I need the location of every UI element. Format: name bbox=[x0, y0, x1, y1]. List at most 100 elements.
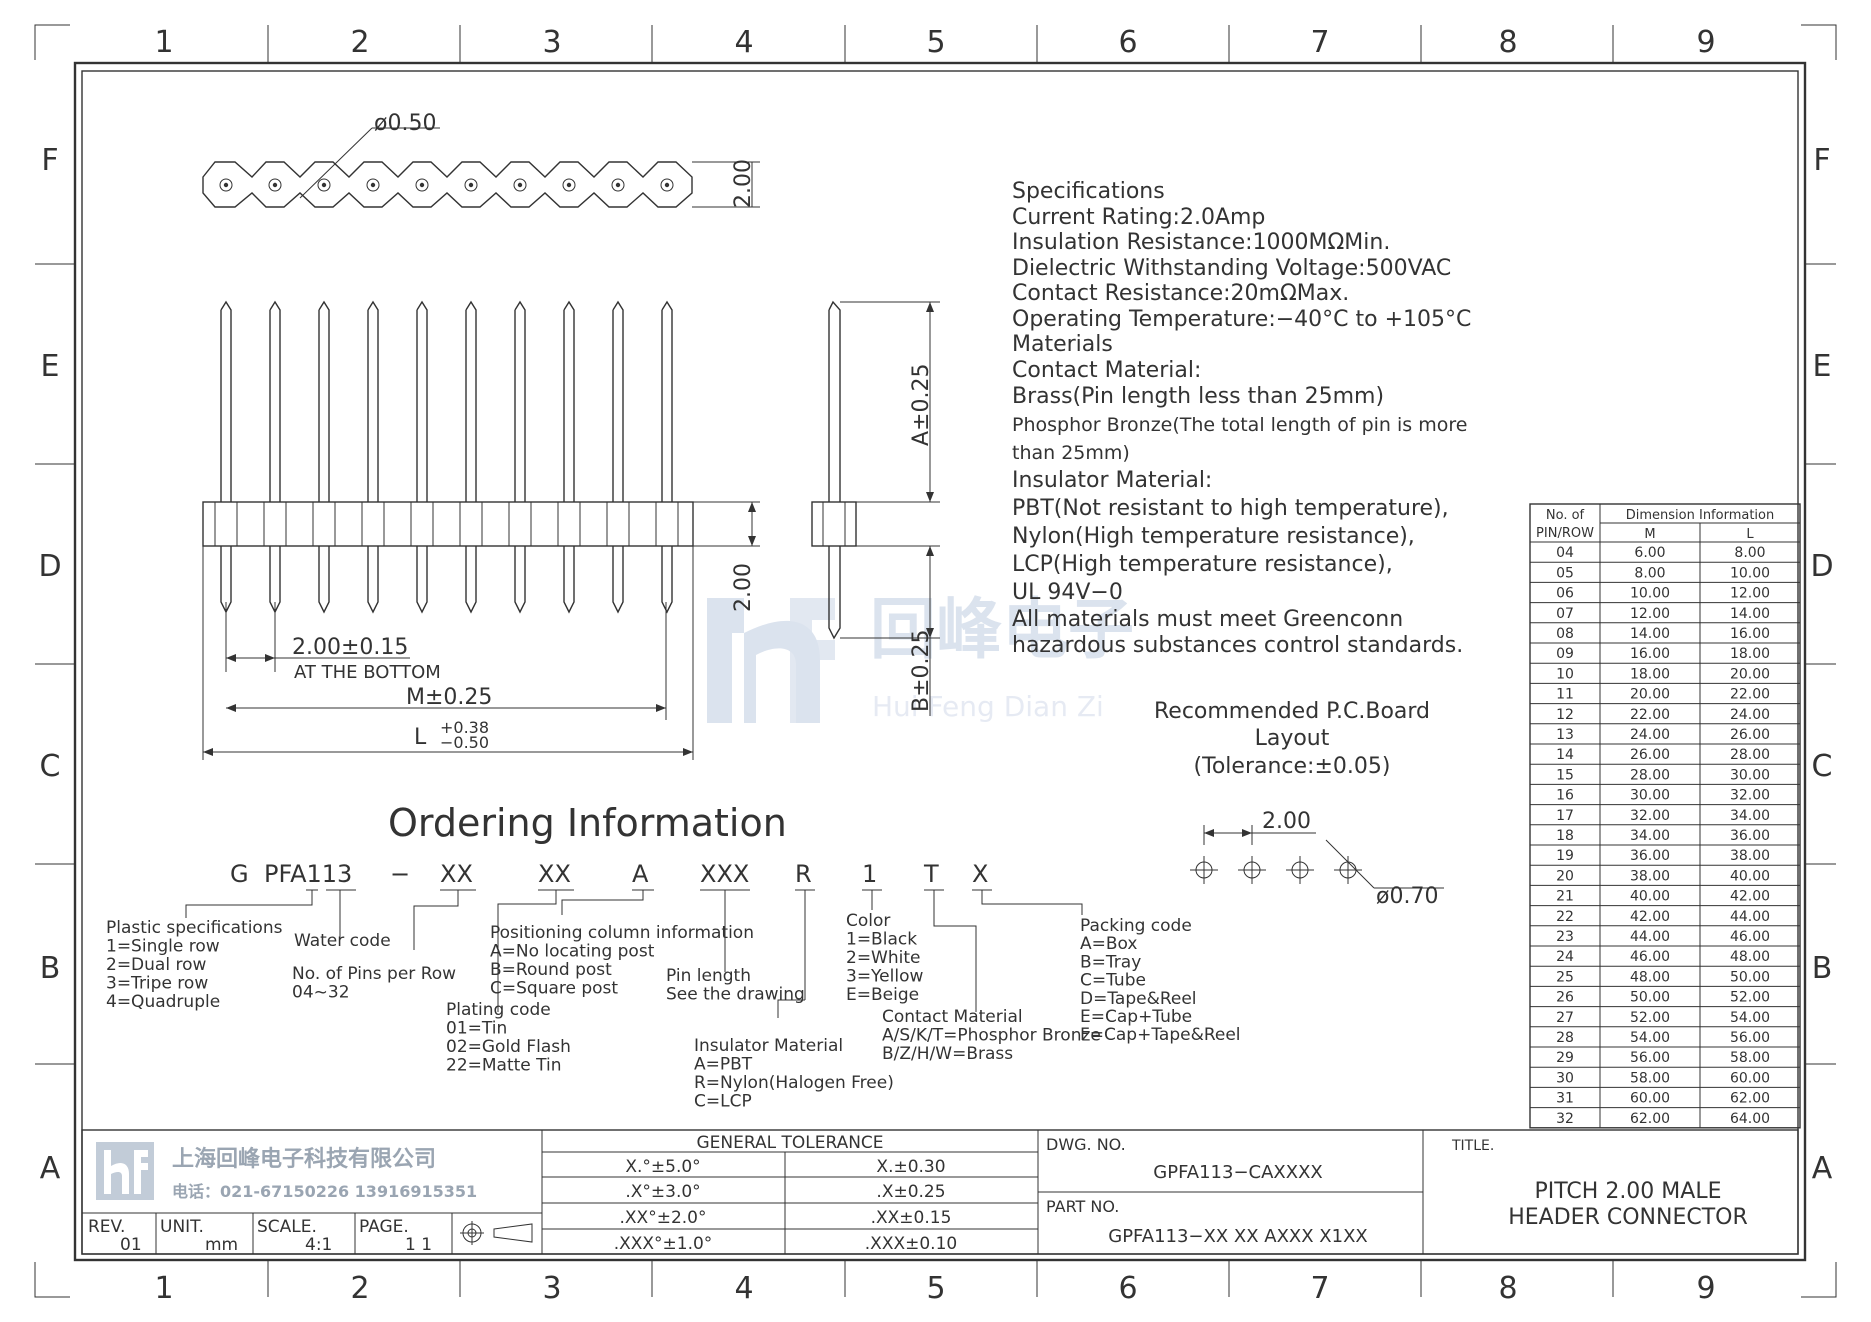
pin bbox=[465, 300, 477, 614]
pin bbox=[269, 300, 281, 614]
l-cell: 22.00 bbox=[1730, 687, 1770, 703]
code-color: 1 bbox=[862, 860, 877, 888]
spec-line: Contact Resistance:20mΩMax. bbox=[1012, 281, 1349, 306]
pin bbox=[514, 300, 526, 614]
packing-code-line: D=Tape&Reel bbox=[1080, 989, 1197, 1009]
color-line: 2=White bbox=[846, 948, 921, 968]
l-cell: 58.00 bbox=[1730, 1050, 1770, 1066]
code-pin-length: XXX bbox=[700, 860, 749, 888]
pcb-title: (Tolerance:±0.05) bbox=[1194, 754, 1391, 779]
pin-count-cell: 04 bbox=[1556, 545, 1574, 561]
pin-hole bbox=[611, 178, 625, 192]
code-positioning: A bbox=[632, 860, 649, 888]
plastic-spec-line: 3=Tripe row bbox=[106, 974, 208, 994]
tolerance-title: GENERAL TOLERANCE bbox=[696, 1133, 883, 1153]
m-cell: 6.00 bbox=[1634, 545, 1665, 561]
col-label-bottom: 9 bbox=[1696, 1271, 1715, 1306]
watermark: 回峰电子 Hui Feng Dian Zi bbox=[707, 591, 1134, 723]
scale-label: SCALE. bbox=[257, 1217, 317, 1237]
unit-label: UNIT. bbox=[160, 1217, 204, 1237]
tol-angle: .X°±3.0° bbox=[625, 1182, 700, 1202]
l-cell: 44.00 bbox=[1730, 909, 1770, 925]
hole-diameter-dim: ø0.50 bbox=[374, 111, 436, 136]
m-cell: 52.00 bbox=[1630, 1010, 1670, 1026]
m-cell: 36.00 bbox=[1630, 848, 1670, 864]
pin-count-cell: 28 bbox=[1556, 1030, 1574, 1046]
m-cell: 12.00 bbox=[1630, 606, 1670, 622]
title-label: TITLE. bbox=[1451, 1138, 1494, 1154]
spec-line: Insulation Resistance:1000MΩMin. bbox=[1012, 230, 1390, 255]
scale-value: 4:1 bbox=[305, 1235, 332, 1255]
pin-hole bbox=[513, 178, 527, 192]
drawing-title: HEADER CONNECTOR bbox=[1508, 1205, 1748, 1230]
part-no: GPFA113−XX XX AXXX X1XX bbox=[1108, 1226, 1368, 1247]
pin-count-cell: 10 bbox=[1556, 666, 1574, 682]
pin-hole-center bbox=[321, 182, 327, 188]
pin bbox=[367, 300, 379, 614]
l-cell: 14.00 bbox=[1730, 606, 1770, 622]
pitch-dim: 2.00±0.15 bbox=[292, 635, 408, 660]
l-cell: 60.00 bbox=[1730, 1070, 1770, 1086]
plastic-spec-line: Plastic specifications bbox=[106, 918, 283, 938]
code-contact: T bbox=[923, 860, 939, 888]
row-label-right: B bbox=[1812, 951, 1833, 986]
col-label-bottom: 6 bbox=[1118, 1271, 1137, 1306]
pcb-layout: Recommended P.C.Board Layout (Tolerance:… bbox=[1154, 699, 1444, 909]
spec-line: Nylon(High temperature resistance), bbox=[1012, 524, 1415, 549]
part-no-label: PART NO. bbox=[1046, 1197, 1119, 1216]
pin-hole bbox=[464, 178, 478, 192]
spec-line: Brass(Pin length less than 25mm) bbox=[1012, 384, 1384, 409]
top-view: ø0.50 2.00 bbox=[202, 111, 760, 208]
code-g: G bbox=[230, 860, 249, 888]
m-cell: 8.00 bbox=[1634, 565, 1665, 581]
pin bbox=[563, 300, 575, 614]
l-cell: 38.00 bbox=[1730, 848, 1770, 864]
top-view-outline bbox=[202, 161, 693, 208]
col-label-top: 4 bbox=[734, 25, 753, 60]
l-cell: 62.00 bbox=[1730, 1091, 1770, 1107]
packing-code-line: F=Cap+Tape&Reel bbox=[1080, 1025, 1241, 1045]
m-cell: 62.00 bbox=[1630, 1111, 1670, 1127]
plastic-spec-line: 2=Dual row bbox=[106, 955, 206, 975]
m-cell: 32.00 bbox=[1630, 808, 1670, 824]
row-label-left: E bbox=[41, 349, 60, 384]
l-dim: L bbox=[414, 725, 427, 750]
packing-code-line: E=Cap+Tube bbox=[1080, 1007, 1192, 1027]
drawing-frame: 1 2 3 4 5 6 7 8 9 1 2 3 4 5 6 7 8 9 F E … bbox=[34, 24, 1837, 1306]
m-cell: 30.00 bbox=[1630, 788, 1670, 804]
spec-line: hazardous substances control standards. bbox=[1012, 633, 1463, 658]
pin-hole-center bbox=[664, 182, 670, 188]
col-label-top: 7 bbox=[1310, 25, 1329, 60]
front-view: 2.00±0.15 AT THE BOTTOM M±0.25 L +0.38 −… bbox=[202, 300, 694, 760]
l-cell: 36.00 bbox=[1730, 828, 1770, 844]
pin-hole-center bbox=[517, 182, 523, 188]
pin-count-cell: 15 bbox=[1556, 767, 1574, 783]
positioning-line: C=Square post bbox=[490, 979, 618, 999]
ordering-title: Ordering Information bbox=[388, 801, 787, 845]
dwg-no-label: DWG. NO. bbox=[1046, 1135, 1126, 1154]
col-label-top: 1 bbox=[154, 25, 173, 60]
pin-count-cell: 18 bbox=[1556, 828, 1574, 844]
l-cell: 30.00 bbox=[1730, 767, 1770, 783]
l-tol-plus: +0.38 bbox=[440, 718, 489, 737]
pcb-hole-dim: ø0.70 bbox=[1376, 884, 1438, 909]
pcb-title: Layout bbox=[1255, 726, 1330, 751]
row-label-left: C bbox=[40, 749, 61, 784]
col-label-bottom: 1 bbox=[154, 1271, 173, 1306]
pin-hole bbox=[415, 178, 429, 192]
watermark-en: Hui Feng Dian Zi bbox=[872, 690, 1104, 723]
row-label-left: A bbox=[40, 1151, 61, 1186]
pin-count-cell: 21 bbox=[1556, 889, 1574, 905]
spec-line: Contact Material: bbox=[1012, 358, 1201, 383]
m-cell: 58.00 bbox=[1630, 1070, 1670, 1086]
pin-count-cell: 07 bbox=[1556, 606, 1574, 622]
